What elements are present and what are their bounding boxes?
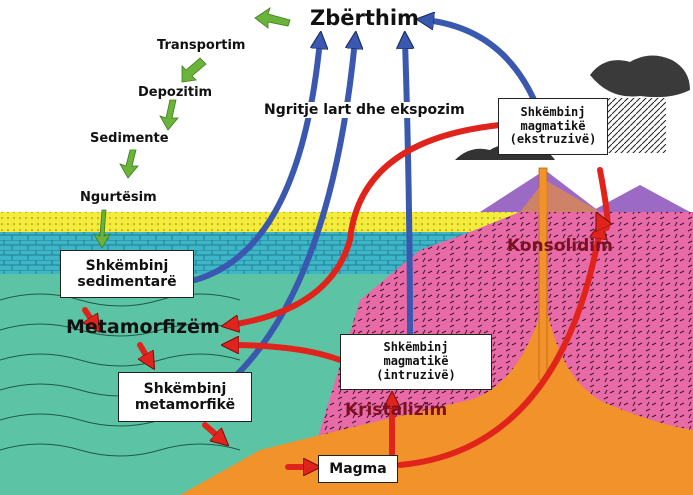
box-ekstruzive-line1: Shkëmbinj: [520, 106, 585, 120]
label-zberthim: Zbërthim: [310, 8, 419, 29]
surface-arrow-3: [160, 100, 178, 130]
box-magma-label: Magma: [329, 461, 386, 477]
label-depozitim: Depozitim: [138, 86, 212, 99]
surface-arrow-4: [120, 150, 138, 178]
label-sedimente: Sedimente: [90, 132, 169, 145]
box-ekstruzive: Shkëmbinj magmatikë (ekstruzivë): [498, 98, 608, 155]
box-magma: Magma: [318, 455, 398, 483]
box-metamorfike: Shkëmbinj metamorfikë: [118, 372, 252, 422]
ekstruzive-hatch: [606, 98, 666, 153]
label-transportim: Transportim: [157, 39, 245, 52]
label-kristalizim: Kristalizim: [345, 402, 447, 419]
box-intruzive-line3: (intruzivë): [376, 369, 455, 383]
box-intruzive-line1: Shkëmbinj: [383, 341, 448, 355]
surface-arrow-1: [255, 8, 290, 28]
box-intruzive-line2: magmatikë: [383, 355, 448, 369]
box-sedimentare: Shkëmbinj sedimentarë: [60, 250, 194, 298]
box-ekstruzive-line3: (ekstruzivë): [510, 133, 597, 147]
box-intruzive: Shkëmbinj magmatikë (intruzivë): [340, 334, 492, 390]
sediment-layer: [0, 212, 520, 232]
label-metamorfizem: Metamorfizëm: [66, 318, 220, 337]
label-ngritje: Ngritje lart dhe ekspozim: [262, 102, 467, 118]
box-sedimentare-line1: Shkëmbinj: [86, 258, 169, 274]
label-ngurtesim: Ngurtësim: [80, 191, 157, 204]
label-konsolidim: Konsolidim: [507, 238, 613, 255]
box-ekstruzive-line2: magmatikë: [520, 120, 585, 134]
surface-arrow-2: [182, 58, 206, 82]
box-sedimentare-line2: sedimentarë: [77, 274, 176, 290]
box-metamorfike-line1: Shkëmbinj: [144, 381, 227, 397]
box-metamorfike-line2: metamorfikë: [135, 397, 235, 413]
